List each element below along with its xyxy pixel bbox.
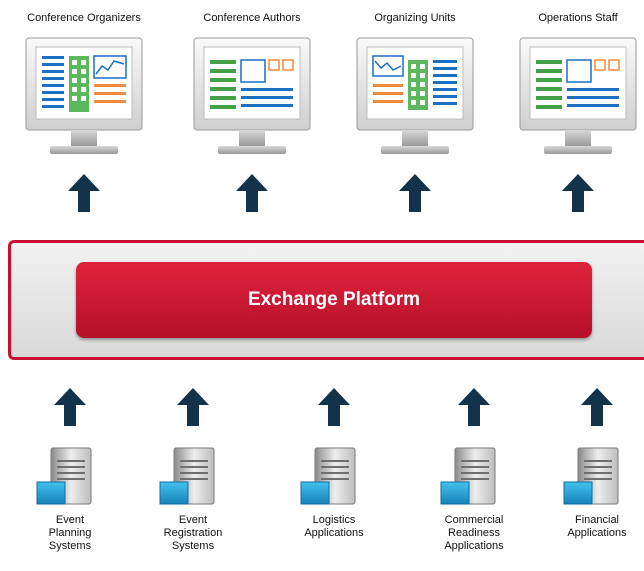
green-lines-widget bbox=[536, 60, 562, 109]
label-line: Registration bbox=[163, 527, 223, 539]
consumer-label: Operations Staff bbox=[538, 12, 618, 24]
orange-boxes-widget bbox=[268, 59, 294, 71]
label-line: Applications bbox=[444, 540, 504, 552]
label-line: Planning bbox=[48, 527, 92, 539]
label-line: Systems bbox=[48, 540, 92, 552]
exchange-platform: Exchange Platform bbox=[76, 262, 592, 338]
up-arrow-icon bbox=[236, 174, 268, 212]
up-arrow-icon bbox=[54, 388, 86, 426]
source-label-event-registration: Event Registration Systems bbox=[138, 514, 248, 553]
server-icon bbox=[36, 447, 92, 505]
label-line: Financial bbox=[574, 514, 620, 526]
label-line: Commercial bbox=[444, 514, 504, 526]
label-line: Applications bbox=[304, 527, 364, 539]
consumer-label: Conference Authors bbox=[203, 12, 301, 24]
label-line: Logistics bbox=[312, 514, 356, 526]
image-placeholder-widget bbox=[566, 59, 592, 83]
up-arrow-icon bbox=[177, 388, 209, 426]
monitor-icon bbox=[25, 37, 143, 154]
monitor-icon bbox=[356, 37, 474, 154]
text-lines-widget bbox=[433, 60, 457, 105]
green-grid-widget bbox=[69, 56, 89, 112]
monitor-icon bbox=[193, 37, 311, 154]
line-chart-widget bbox=[93, 55, 127, 79]
consumer-label: Organizing Units bbox=[374, 12, 456, 24]
line-chart-widget bbox=[372, 55, 404, 77]
server-icon bbox=[440, 447, 496, 505]
up-arrow-icon bbox=[458, 388, 490, 426]
green-lines-widget bbox=[210, 60, 236, 109]
label-line: Readiness bbox=[448, 527, 500, 539]
orange-lines-widget bbox=[94, 84, 126, 103]
source-label-financial: Financial Applications bbox=[542, 514, 644, 540]
server-icon bbox=[159, 447, 215, 505]
source-label-event-planning: Event Planning Systems bbox=[15, 514, 125, 553]
source-label-commercial-readiness: Commercial Readiness Applications bbox=[419, 514, 529, 553]
server-icon bbox=[300, 447, 356, 505]
up-arrow-icon bbox=[318, 388, 350, 426]
label-line: Event bbox=[55, 514, 85, 526]
blue-lines-widget bbox=[567, 88, 619, 107]
up-arrow-icon bbox=[68, 174, 100, 212]
up-arrow-icon bbox=[399, 174, 431, 212]
text-lines-widget bbox=[42, 56, 64, 108]
consumer-label: Conference Organizers bbox=[27, 12, 141, 24]
label-line: Applications bbox=[567, 527, 627, 539]
label-line: Systems bbox=[171, 540, 215, 552]
orange-boxes-widget bbox=[594, 59, 620, 71]
server-icon bbox=[563, 447, 619, 505]
up-arrow-icon bbox=[581, 388, 613, 426]
image-placeholder-widget bbox=[240, 59, 266, 83]
platform-title: Exchange Platform bbox=[247, 289, 421, 310]
label-line: Event bbox=[178, 514, 208, 526]
blue-lines-widget bbox=[241, 88, 293, 107]
source-label-logistics: Logistics Applications bbox=[279, 514, 389, 540]
monitor-icon bbox=[519, 37, 637, 154]
green-grid-widget bbox=[408, 60, 428, 110]
orange-lines-widget bbox=[373, 84, 403, 103]
up-arrow-icon bbox=[562, 174, 594, 212]
